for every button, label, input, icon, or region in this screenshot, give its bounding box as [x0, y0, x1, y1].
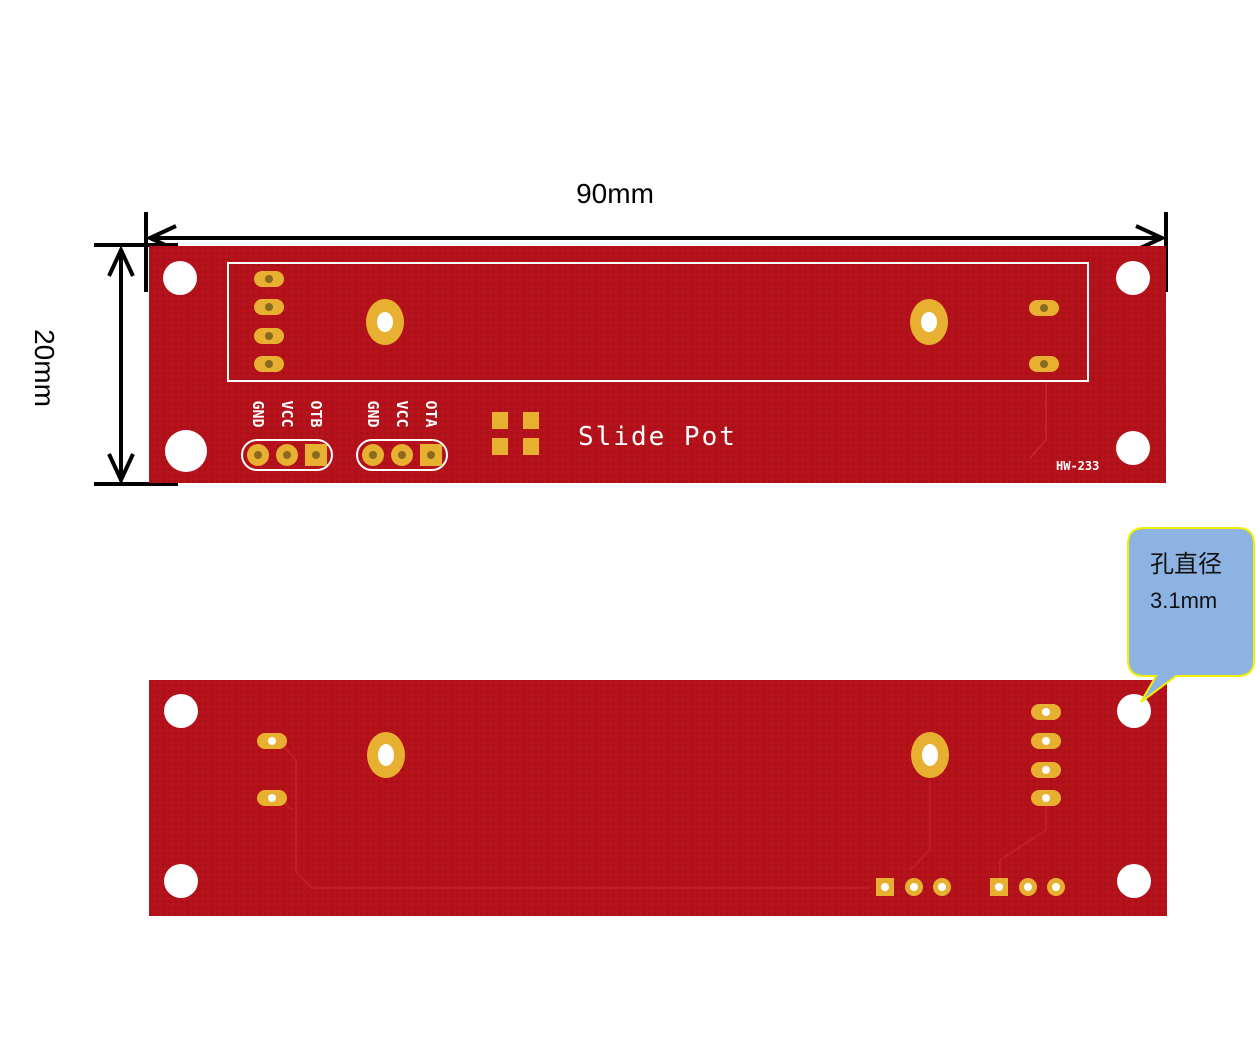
front-pcb-body — [149, 246, 1166, 483]
board-name: Slide Pot — [578, 422, 737, 452]
board-model: HW-233 — [1056, 459, 1100, 473]
slider-outline — [227, 262, 1089, 382]
width-dimension-label: 90mm — [576, 178, 654, 209]
slider-mount-holes-back — [367, 732, 949, 778]
slider-pads-left — [254, 271, 284, 372]
header-left — [241, 439, 333, 471]
smd-pads — [492, 412, 539, 455]
callout-value: 3.1mm — [1150, 588, 1218, 613]
slider-mount-holes-front — [366, 299, 948, 345]
back-pads-left — [257, 733, 287, 806]
back-pads-right — [1031, 704, 1061, 806]
callout-title: 孔直径 — [1150, 550, 1222, 578]
mounting-holes-front — [163, 261, 1150, 472]
back-header-pads — [876, 878, 1065, 896]
mounting-holes-back — [164, 694, 1151, 898]
back-pcb-body — [149, 680, 1167, 916]
header-right — [356, 439, 448, 471]
slider-pads-right — [1029, 300, 1059, 372]
